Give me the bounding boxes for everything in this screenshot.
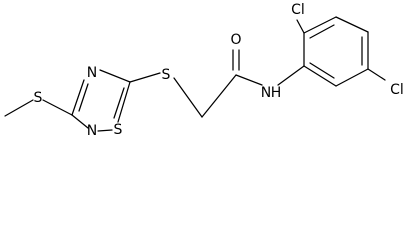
bond-ar-cl-top [296, 19, 305, 34]
atom-s-thioether: S [162, 67, 171, 83]
bond-ar-c5-c6 [335, 68, 369, 87]
bond-s-ring-carbon [42, 99, 73, 116]
bond-ring-c3-n-top [71, 79, 85, 116]
bond-ar-c3-c4 [335, 16, 369, 33]
atom-cl-top: Cl [291, 2, 305, 18]
bond-s-thioether-ch2 [173, 77, 203, 118]
chemical-structure-diagram: S N N S S O N H Cl Cl [4, 2, 404, 139]
bond-c5-s-thioether [129, 72, 161, 83]
bond-ar-c6-c1 [303, 65, 337, 87]
atom-s-ring: S [114, 122, 123, 138]
bond-ar-inner-3 [309, 62, 335, 79]
atom-n-amide: N [261, 85, 271, 101]
atom-cl-right: Cl [390, 82, 404, 98]
bond-carbonyl-n [235, 74, 263, 86]
atom-n-ring-top: N [87, 65, 97, 81]
bond-n-aryl [277, 65, 305, 86]
bond-ring-c3-n-top-inner [78, 83, 89, 112]
atom-label-layer: S N N S S O N H Cl Cl [34, 2, 404, 139]
bond-ring-s-n-bottom [97, 129, 113, 132]
atom-o-carbonyl: O [230, 32, 241, 48]
bond-ar-inner-1 [309, 24, 335, 39]
atom-s-methyl: S [34, 90, 43, 106]
bond-ar-c2-c3 [303, 16, 337, 34]
bond-methyl-s [4, 99, 34, 117]
atom-h-amide: H [271, 85, 282, 101]
atom-n-ring-bottom: N [87, 123, 97, 139]
bond-ring-c5-s-inner [113, 87, 125, 119]
bond-ch2-carbonyl [201, 74, 237, 118]
bond-ring-n-bottom-c3 [71, 114, 89, 129]
bond-ar-cl-right [367, 68, 386, 81]
bond-ring-n-top-c5 [99, 69, 131, 83]
bond-layer [4, 16, 386, 132]
bond-ring-c5-s [117, 81, 131, 123]
